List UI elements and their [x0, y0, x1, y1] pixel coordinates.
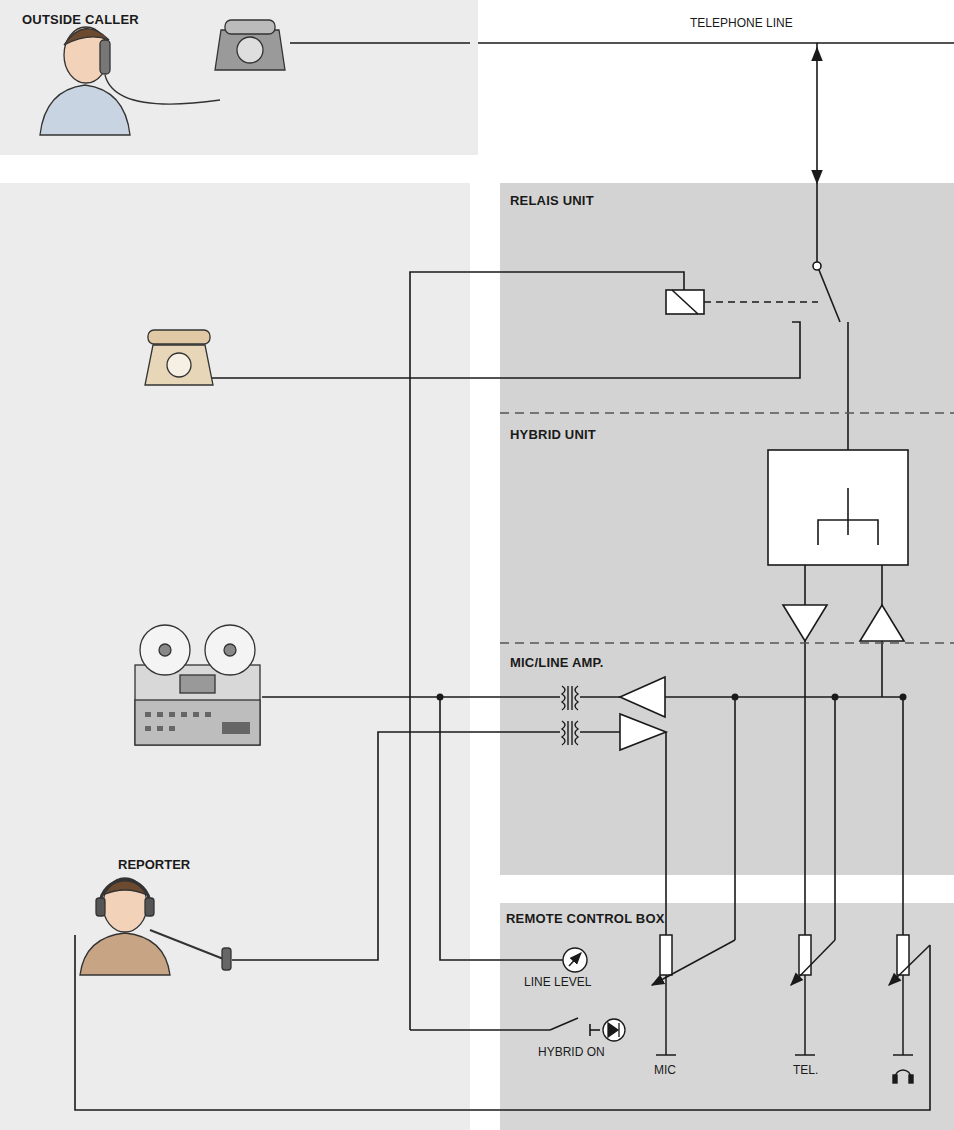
text-label: MIC	[654, 1063, 676, 1077]
studio-telephone	[145, 345, 213, 385]
reporter-figure	[80, 933, 170, 975]
panel-region: HYBRID UNIT	[500, 413, 954, 643]
studio-telephone	[167, 353, 191, 377]
tape-recorder	[135, 625, 260, 745]
reporter-figure	[103, 878, 147, 932]
panel-heading: HYBRID UNIT	[510, 427, 954, 442]
tape-recorder	[181, 712, 187, 717]
studio-telephone	[145, 330, 213, 385]
studio-telephone	[148, 330, 210, 344]
tape-recorder	[145, 726, 151, 731]
reporter-figure	[222, 948, 231, 970]
tape-recorder	[145, 712, 250, 734]
panel-heading: OUTSIDE CALLER	[22, 12, 478, 27]
panel-heading: RELAIS UNIT	[510, 193, 954, 208]
reporter-figure	[100, 880, 150, 905]
tape-recorder	[157, 712, 163, 717]
tape-recorder	[135, 665, 260, 745]
text-label: LINE LEVEL	[524, 975, 591, 989]
tape-recorder	[145, 712, 151, 717]
panel-region: RELAIS UNIT	[500, 183, 954, 413]
text-label: HYBRID ON	[538, 1045, 605, 1059]
tape-recorder	[169, 712, 175, 717]
telephone-line	[478, 43, 817, 183]
text-label: TEL.	[793, 1063, 818, 1077]
panel-heading: MIC/LINE AMP.	[510, 655, 954, 670]
text-label: REPORTER	[118, 858, 190, 872]
panel-region: MIC/LINE AMP.	[500, 643, 954, 875]
tape-recorder	[157, 726, 163, 731]
reporter-figure	[96, 898, 105, 916]
tape-recorder	[205, 712, 211, 717]
tape-recorder	[180, 675, 215, 693]
panel-heading: REMOTE CONTROL BOX	[506, 911, 954, 926]
panel-region: REMOTE CONTROL BOX	[500, 903, 954, 1130]
tape-recorder	[205, 625, 255, 675]
reporter-figure	[103, 879, 147, 895]
tape-recorder	[140, 625, 190, 675]
reporter-figure	[145, 898, 154, 916]
reporter-figure	[150, 930, 226, 960]
junction-dots	[437, 694, 444, 701]
tape-recorder	[222, 722, 250, 734]
tape-recorder	[224, 644, 236, 656]
tape-recorder	[193, 712, 199, 717]
tape-recorder	[169, 726, 175, 731]
left-panel	[0, 183, 470, 1130]
line-arrow	[816, 48, 818, 60]
tape-recorder	[135, 700, 260, 745]
wiring	[817, 42, 954, 44]
line-label: TELEPHONE LINE	[690, 16, 793, 30]
tape-recorder	[159, 644, 171, 656]
panel-region: OUTSIDE CALLER	[0, 0, 478, 155]
reporter-figure	[80, 878, 231, 975]
